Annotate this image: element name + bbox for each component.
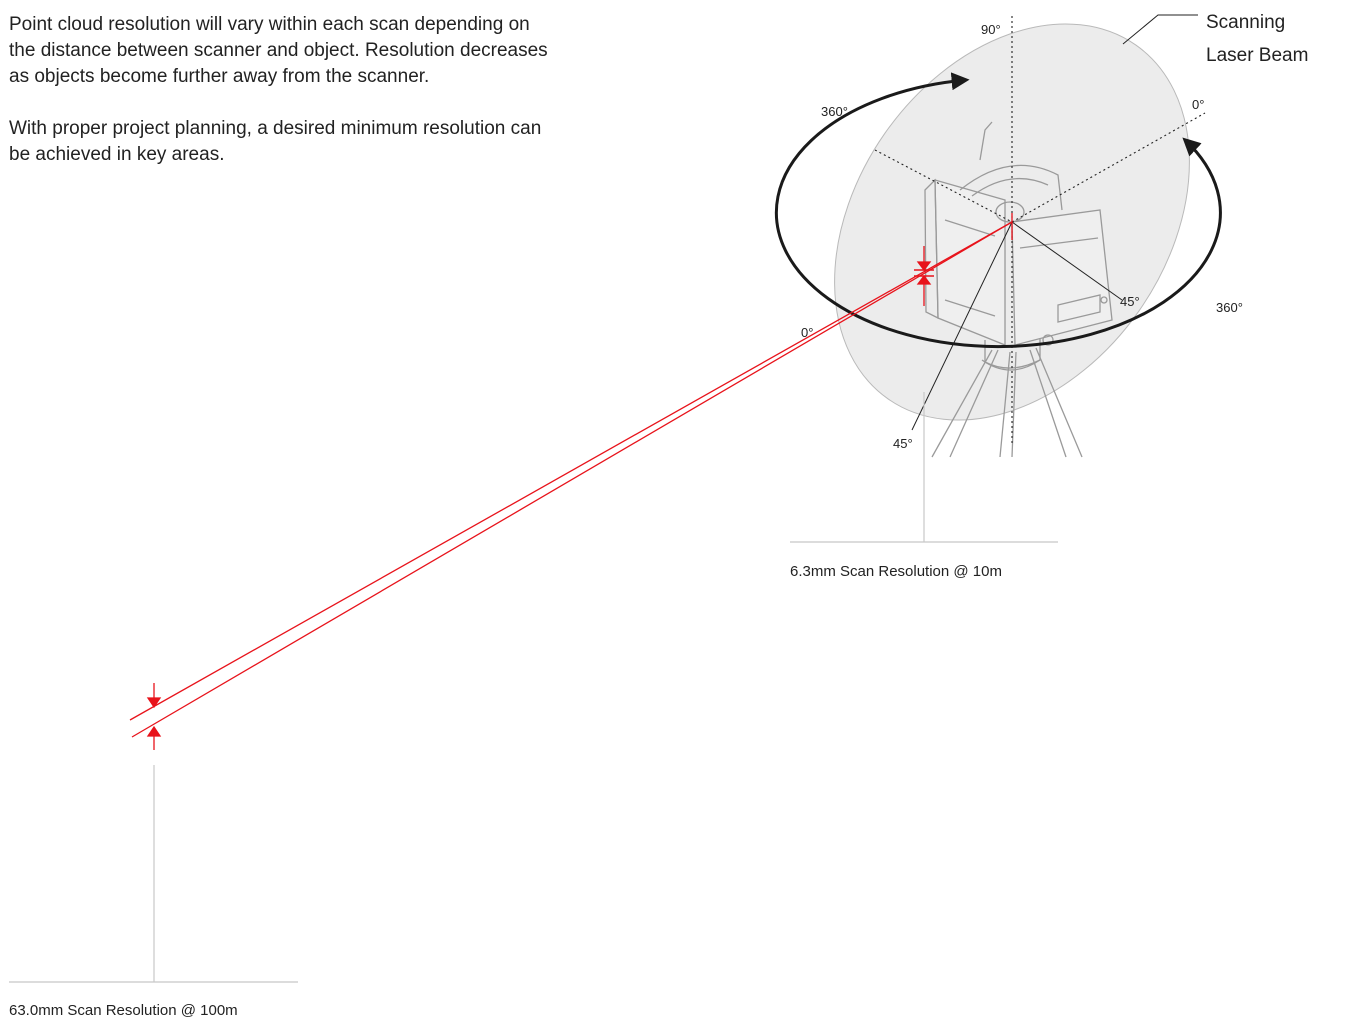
callout-label-line-2: Laser Beam (1206, 45, 1308, 66)
angle-label-45-bottom: 45° (893, 436, 913, 451)
guide-lines (9, 392, 1058, 983)
laser-beam-upper (129, 221, 1013, 721)
angle-label-45-right: 45° (1120, 294, 1140, 309)
angle-label-360-right: 360° (1216, 300, 1243, 315)
caption-near-resolution: 6.3mm Scan Resolution @ 10m (790, 563, 1002, 580)
intro-text: Point cloud resolution will vary within … (9, 12, 549, 194)
intro-paragraph-1: Point cloud resolution will vary within … (9, 14, 548, 87)
far-resolution-arrows (146, 683, 162, 750)
rotation-arc-main (774, 72, 1222, 349)
angle-lines (911, 221, 1123, 431)
caption-far-resolution: 63.0mm Scan Resolution @ 100m (9, 1002, 238, 1019)
angle-label-90-top: 90° (981, 22, 1001, 37)
near-resolution-arrows (914, 246, 934, 306)
laser-beam-lower (131, 221, 1013, 738)
callout-line (1122, 14, 1198, 45)
angle-label-0-right: 0° (1192, 97, 1204, 112)
angle-label-0-left: 0° (801, 325, 813, 340)
intro-paragraph-2: With proper project planning, a desired … (9, 118, 542, 165)
callout-label-line-1: Scanning (1206, 12, 1285, 33)
laser-beams (129, 213, 1013, 738)
angle-label-360-left: 360° (821, 104, 848, 119)
